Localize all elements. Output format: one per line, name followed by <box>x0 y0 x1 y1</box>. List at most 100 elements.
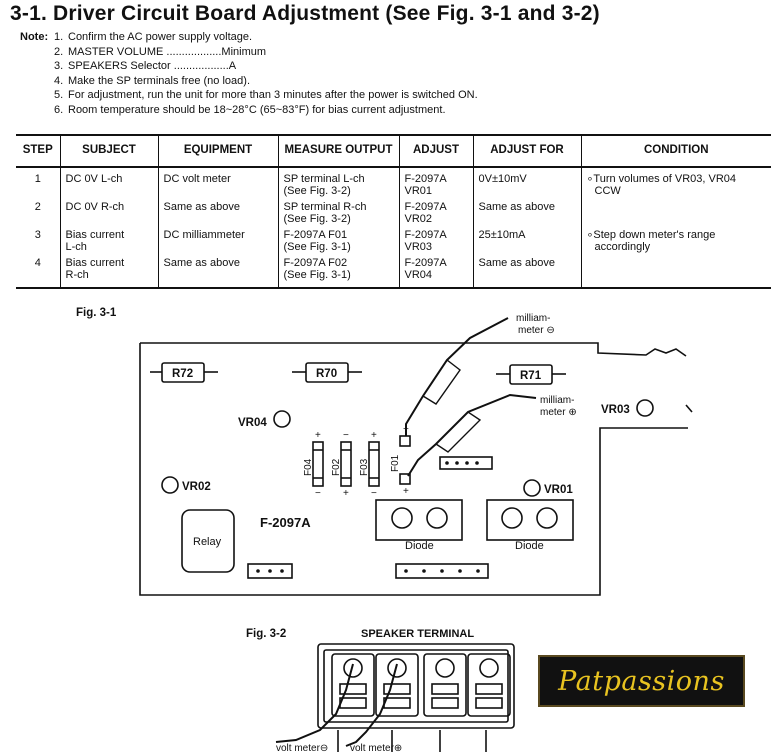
fuse-minus-mark: − <box>371 488 377 499</box>
cell-measure-output: SP terminal R-ch(See Fig. 3-2) <box>277 201 399 229</box>
measure-line: (See Fig. 3-2) <box>283 212 351 225</box>
note-number: 3. <box>54 60 64 73</box>
measure-line: F-2097A F02 <box>283 257 348 269</box>
cell-equipment: DC volt meter <box>157 167 278 201</box>
measure-line: (See Fig. 3-1) <box>283 240 351 253</box>
milliammeter-plus-label-1: milliam- <box>540 395 574 406</box>
relay-label: Relay <box>193 536 222 548</box>
adjust-line: F-2097A <box>404 173 447 185</box>
condition-line: ∘Turn volumes of VR03, VR04 <box>586 173 737 185</box>
fuse-plus-mark: + <box>343 488 349 499</box>
adjust-line: VR03 <box>404 240 433 253</box>
fuse-minus-mark: − <box>315 488 321 499</box>
cell-step: 1 <box>34 173 41 185</box>
board-outline <box>139 342 693 596</box>
cell-condition <box>580 201 771 229</box>
vr01-knob <box>523 479 541 497</box>
cell-equipment: DC milliammeter <box>157 229 278 257</box>
condition-line: CCW <box>594 184 621 197</box>
section-heading: 3-1. Driver Circuit Board Adjustment (Se… <box>10 2 600 26</box>
cell-step: 3 <box>34 229 41 241</box>
fuse-f04-label: F04 <box>303 458 314 476</box>
fuse-plus-mark: + <box>403 486 409 497</box>
note-item: 4.Make the SP terminals free (no load). <box>54 74 478 89</box>
volt-meter-plus-label: volt meter⊕ <box>350 743 402 754</box>
header-condition: CONDITION <box>580 134 771 168</box>
vr03-label: VR03 <box>601 404 630 416</box>
note-item: 2.MASTER VOLUME ..................Minimu… <box>54 45 478 60</box>
terminal-1 <box>331 653 375 717</box>
cell-measure-output: F-2097A F02(See Fig. 3-1) <box>277 257 399 289</box>
cell-equipment: Same as above <box>157 201 278 229</box>
volt-meter-minus-label: volt meter⊖ <box>276 743 328 754</box>
note-number: 5. <box>54 89 64 102</box>
diode-block-right <box>486 499 574 541</box>
cell-subject: DC 0V R-ch <box>59 201 158 229</box>
subject-line: R-ch <box>65 268 89 281</box>
fuse-f02-body <box>340 441 352 487</box>
fuse-f01-label: F01 <box>390 454 401 472</box>
note-number: 4. <box>54 74 64 87</box>
condition-line: accordingly <box>594 240 651 253</box>
fuse-f03-label: F03 <box>359 458 370 476</box>
cell-step: 2 <box>34 201 41 213</box>
milliammeter-minus-label-1: milliam- <box>516 313 550 324</box>
patpassions-watermark-logo: Patpassions <box>538 655 745 707</box>
header-step: STEP <box>16 134 60 168</box>
connector-bottom <box>395 563 489 579</box>
measure-line: SP terminal R-ch <box>283 201 367 213</box>
cell-adjust-for: Same as above <box>472 201 581 229</box>
vr01-label: VR01 <box>544 484 573 496</box>
note-number: 6. <box>54 103 64 116</box>
adjust-line: F-2097A <box>404 257 447 269</box>
cell-step: 4 <box>16 257 60 289</box>
adjustment-table: STEP SUBJECT EQUIPMENT MEASURE OUTPUT AD… <box>16 134 771 289</box>
terminal-3 <box>423 653 467 717</box>
diode-block-left <box>375 499 463 541</box>
header-measure-output: MEASURE OUTPUT <box>277 134 399 168</box>
cell-condition <box>580 257 771 289</box>
fuse-plus-mark: + <box>315 430 321 441</box>
note-text: Room temperature should be 18~28°C (65~8… <box>68 103 446 116</box>
measure-line: (See Fig. 3-2) <box>283 184 351 197</box>
volt-meter-minus-wire <box>275 663 354 743</box>
note-item: 3. SPEAKERS Selector ..................A <box>54 59 478 74</box>
fuse-plus-mark: + <box>371 430 377 441</box>
adjust-line: VR02 <box>404 212 433 225</box>
board-name-label: F-2097A <box>260 515 311 530</box>
measure-line: F-2097A F01 <box>283 229 348 241</box>
resistor-r70-label: R70 <box>316 368 337 380</box>
note-item: 6. Room temperature should be 18~28°C (65… <box>54 103 478 118</box>
measure-line: (See Fig. 3-1) <box>283 268 351 281</box>
table-row: 1 DC 0V L-ch DC volt meter SP terminal L… <box>16 167 771 201</box>
section-reference: (See Fig. 3-1 and 3-2) <box>385 2 600 25</box>
vr03-knob <box>636 399 654 417</box>
terminal-4 <box>467 653 511 717</box>
subject-line: L-ch <box>65 240 87 253</box>
note-text: SPEAKERS Selector ..................A <box>68 60 237 73</box>
note-item: 5.For adjustment, run the unit for more … <box>54 88 478 103</box>
header-adjust-for: ADJUST FOR <box>472 134 581 168</box>
terminal-2 <box>375 653 419 717</box>
adjust-line: F-2097A <box>404 229 447 241</box>
subject-line: Bias current <box>65 257 125 269</box>
milliammeter-plus-label-2: meter ⊕ <box>540 407 577 418</box>
table-header-row: STEP SUBJECT EQUIPMENT MEASURE OUTPUT AD… <box>16 134 771 168</box>
header-adjust: ADJUST <box>398 134 473 168</box>
section-title: Driver Circuit Board Adjustment <box>53 2 380 25</box>
fig-3-1-label: Fig. 3-1 <box>76 307 117 319</box>
cell-measure-output: SP terminal L-ch(See Fig. 3-2) <box>277 167 399 201</box>
fuse-f03-body <box>368 441 380 487</box>
fuse-f02-label: F02 <box>331 458 342 476</box>
adjust-line: VR01 <box>404 184 433 197</box>
condition-line: ∘Step down meter's range <box>586 229 716 241</box>
note-text: MASTER VOLUME ..................Minimum <box>68 45 267 58</box>
